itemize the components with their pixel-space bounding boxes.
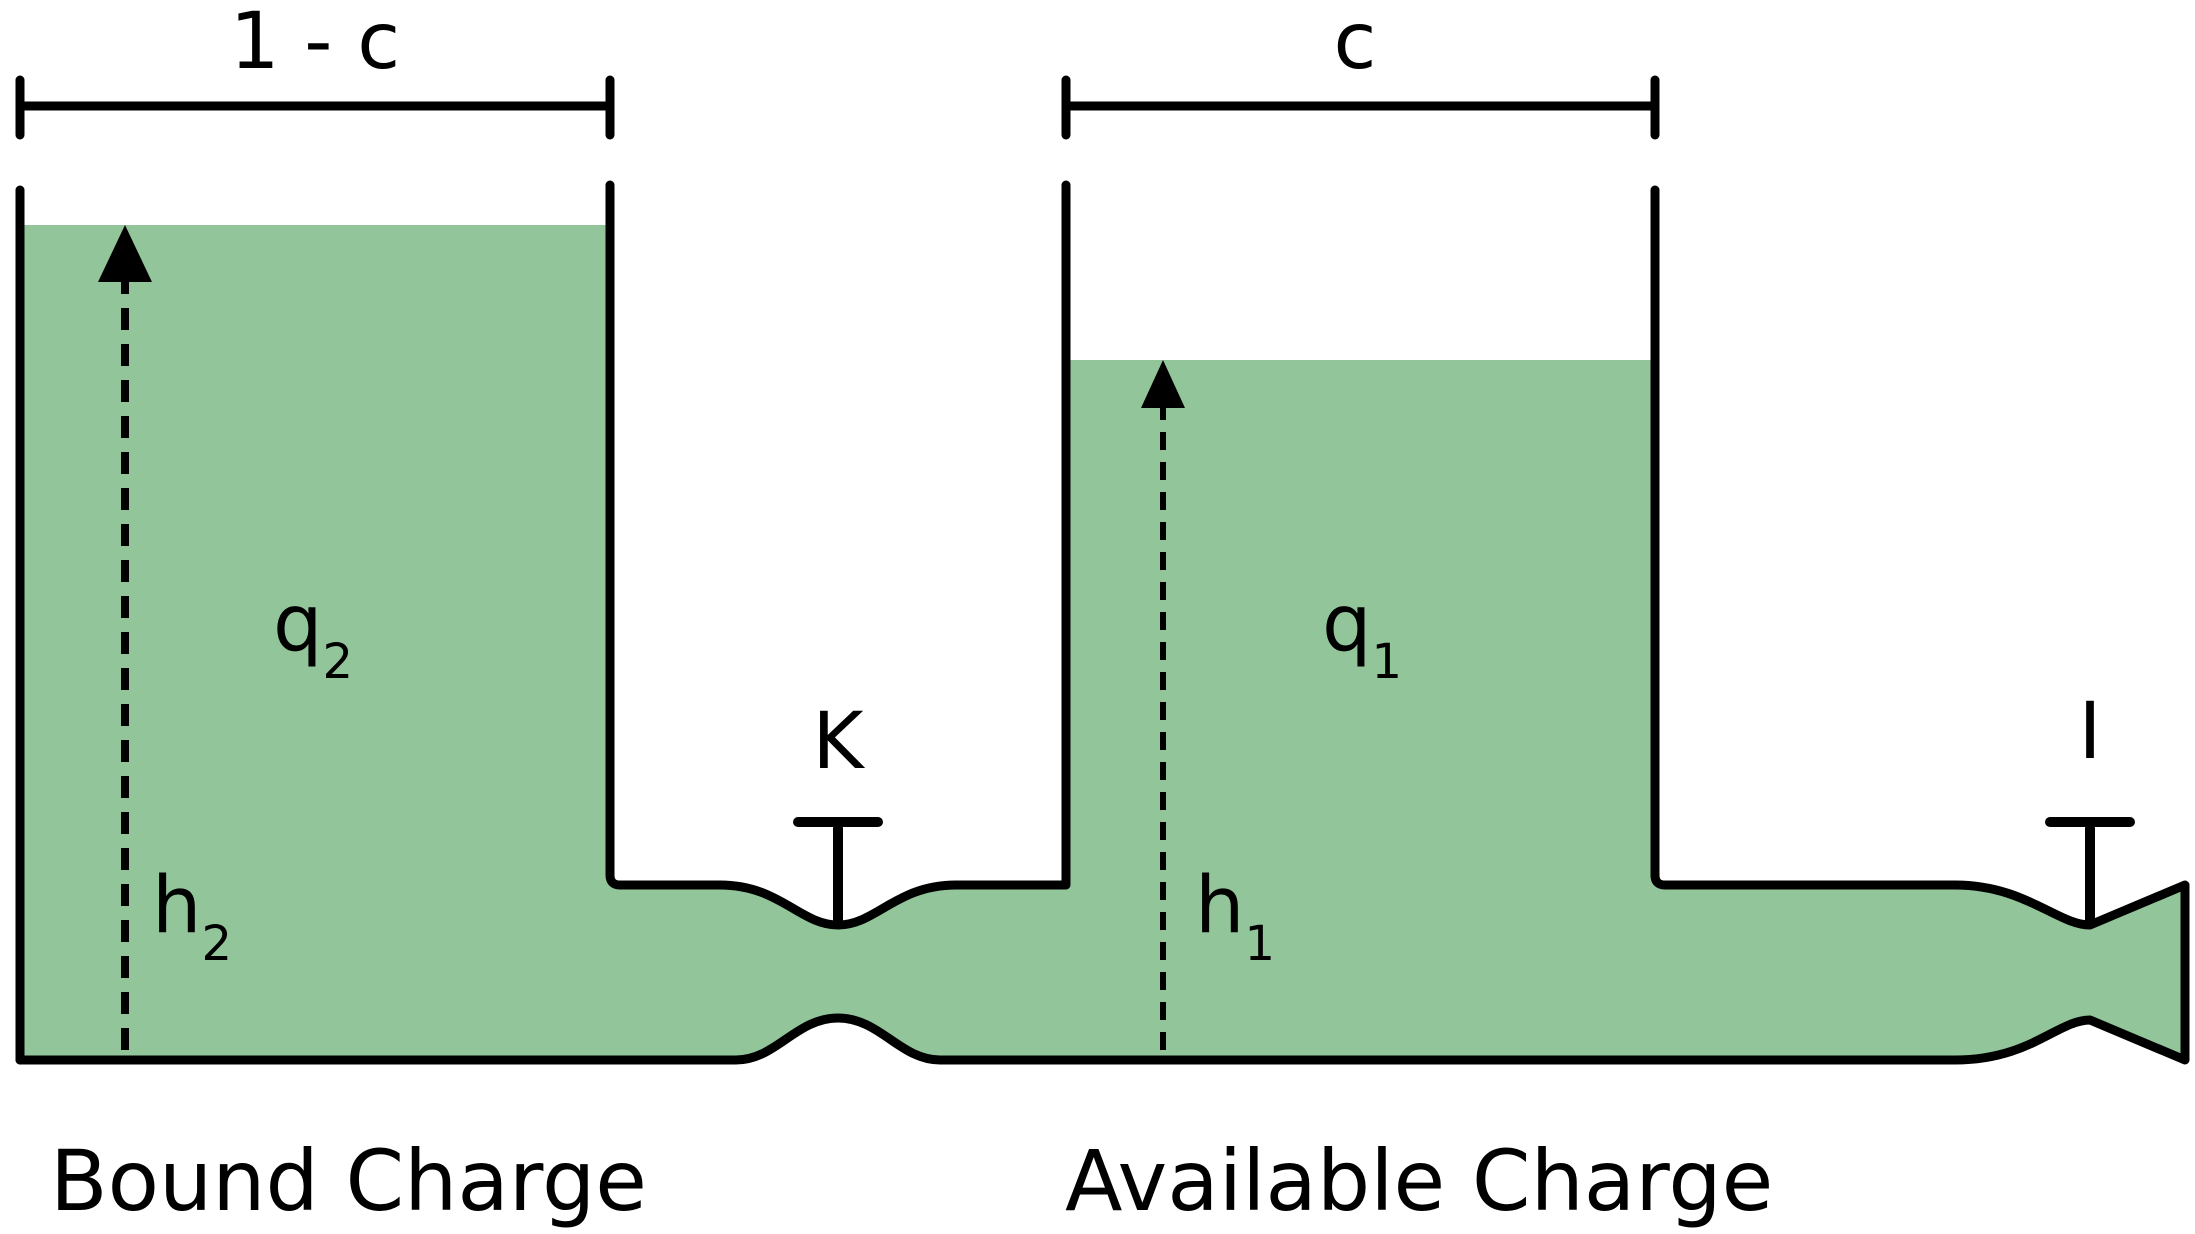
q1-label: q1 [1322,579,1402,690]
width-bound-label: 1 - c [230,0,400,87]
bound-width-bar [15,75,615,140]
h1-arrow [1141,360,1185,1050]
caption-available-charge: Available Charge [1065,1132,1773,1230]
valve-i-icon [2045,817,2135,927]
h1-label: h1 [1195,861,1275,972]
valve-i-label: I [2078,687,2101,777]
h2-arrow [98,225,152,1050]
outlet-pipe-fluid [1655,885,2185,1060]
bound-tank-fluid [20,225,610,1060]
q2-label: q2 [273,579,353,690]
h2-label: h2 [152,861,232,972]
width-available-label: c [1334,0,1377,87]
available-width-bar [1061,75,1660,140]
tank-outline [15,180,2190,1065]
caption-bound-charge: Bound Charge [50,1132,647,1230]
valve-k-icon [793,817,883,927]
available-tank-fluid [1066,360,1655,1060]
valve-k-label: K [812,697,865,787]
connecting-pipe-fluid [610,885,1066,1060]
